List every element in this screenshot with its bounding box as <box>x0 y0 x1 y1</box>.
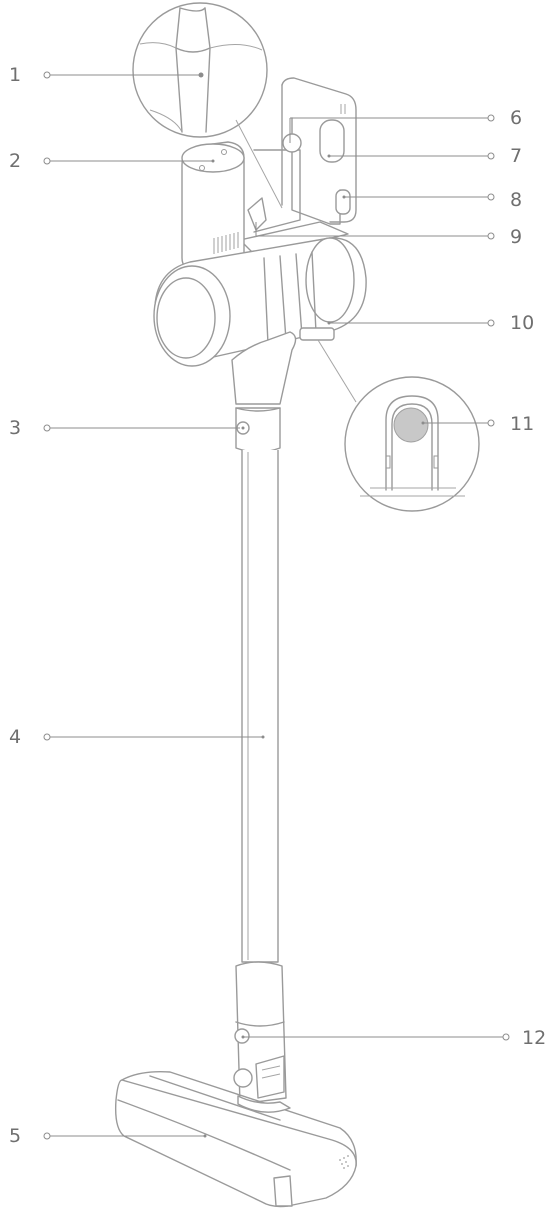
callout-label-10: 10 <box>510 312 535 334</box>
leader-line-4 <box>43 733 265 741</box>
callout-label-6: 6 <box>510 107 523 129</box>
handle-assembly <box>239 77 357 257</box>
leader-line-11 <box>421 419 495 427</box>
leader-line-6 <box>289 114 495 143</box>
leader-line-1 <box>43 71 201 79</box>
callout-label-9: 9 <box>510 226 523 248</box>
callout-label-5: 5 <box>9 1125 22 1147</box>
detail-inset-indicator <box>344 376 480 512</box>
callout-label-3: 3 <box>9 417 22 439</box>
callout-label-7: 7 <box>510 145 523 167</box>
callout-label-11: 11 <box>510 413 535 435</box>
leader-line-8 <box>342 193 495 201</box>
callout-label-1: 1 <box>9 64 22 86</box>
leader-line-3 <box>43 424 245 432</box>
callout-label-12: 12 <box>522 1027 547 1049</box>
leader-line-5 <box>43 1132 207 1140</box>
leader-line-12 <box>241 1033 510 1041</box>
callout-label-4: 4 <box>9 726 22 748</box>
extension-tube <box>241 450 279 963</box>
leader-line-10 <box>327 319 495 327</box>
main-body <box>153 237 367 367</box>
callout-label-2: 2 <box>9 150 22 172</box>
callout-label-8: 8 <box>510 189 523 211</box>
tube-connector-lower <box>233 961 287 1105</box>
floor-brush <box>114 1070 357 1208</box>
leader-line-9 <box>255 222 495 240</box>
leader-line-2 <box>43 157 215 165</box>
leader-line-7 <box>327 152 495 160</box>
detail-inset-top <box>132 2 268 138</box>
